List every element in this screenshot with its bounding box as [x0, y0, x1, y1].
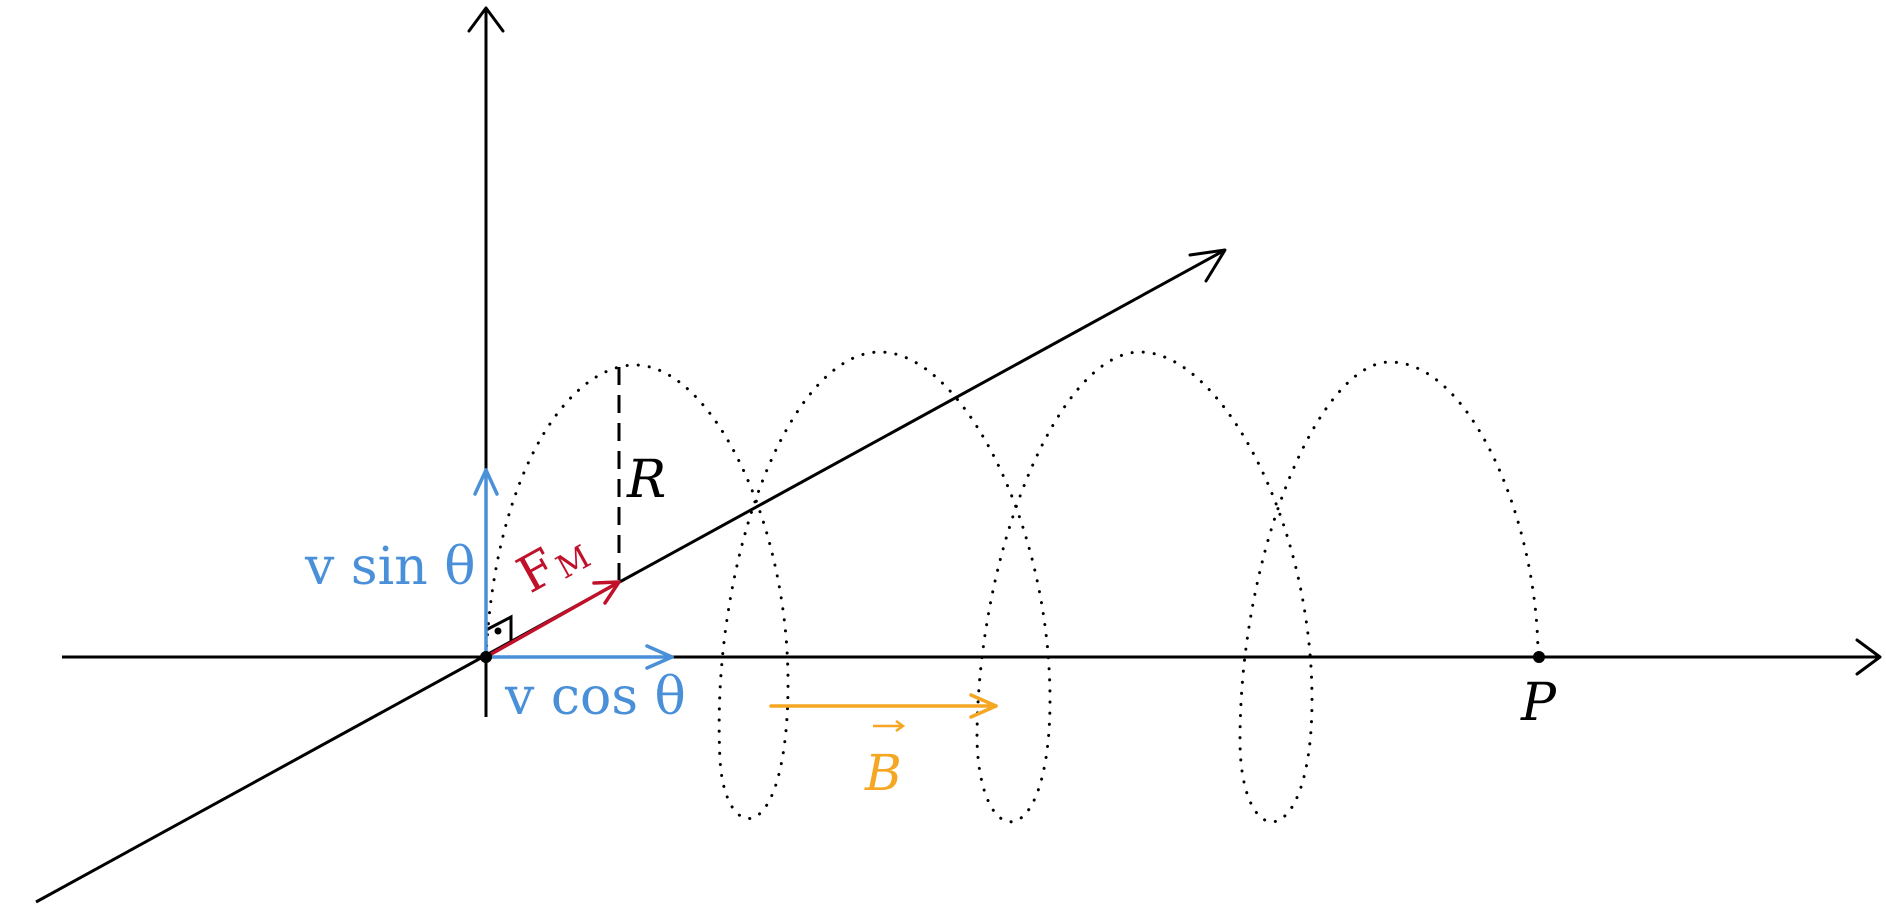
v-sin-arrow — [473, 468, 499, 659]
force-arrow — [484, 580, 621, 659]
z-axis-arrowhead — [1188, 248, 1227, 283]
v-sin-label: v sin θ — [304, 537, 476, 597]
x-axis-arrowhead — [1855, 638, 1882, 676]
helix-path — [484, 350, 1540, 824]
point-p-label: P — [1520, 673, 1557, 733]
field-label: B — [864, 719, 906, 802]
right-angle-marker — [485, 614, 513, 644]
field-label-letter: B — [864, 744, 902, 802]
origin-point — [480, 651, 492, 663]
force-label-main: F — [508, 537, 566, 605]
force-label: F M — [508, 537, 597, 605]
right-angle-dot — [494, 627, 502, 635]
field-label-vector-head — [895, 719, 906, 733]
point-p — [1533, 651, 1545, 663]
z-axis — [35, 248, 1226, 904]
y-axis-arrowhead — [467, 6, 505, 33]
field-arrow — [769, 693, 998, 719]
v-cos-arrow — [484, 644, 674, 670]
radius-label: R — [626, 450, 666, 510]
v-cos-label: v cos θ — [504, 667, 686, 727]
